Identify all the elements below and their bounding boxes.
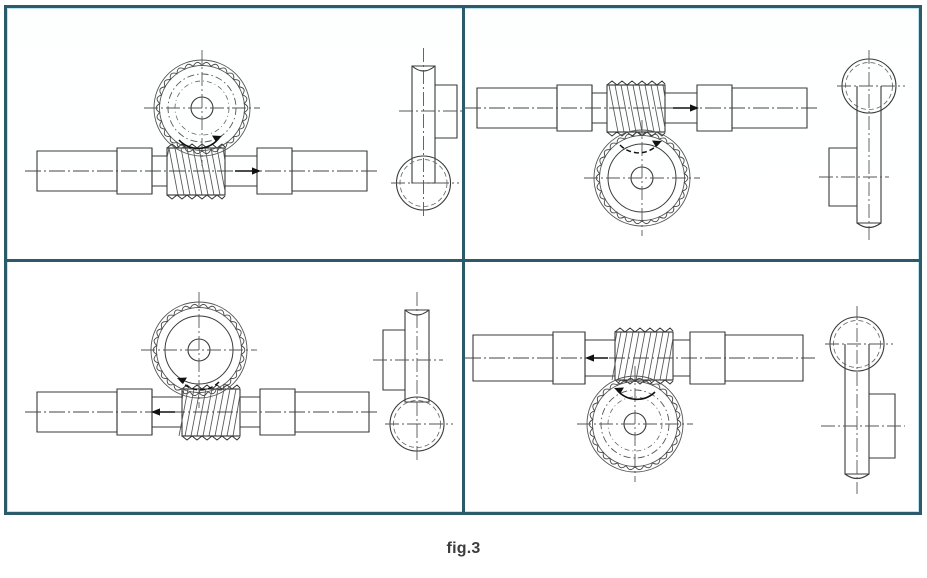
diagram-frame [4, 5, 922, 515]
panel-bottom-right [465, 262, 922, 518]
panel-top-left [7, 8, 462, 259]
panel-top-right [465, 8, 922, 259]
panel-horizontal-divider [7, 259, 919, 262]
panel-bottom-left [7, 262, 462, 518]
figure-caption: fig.3 [446, 540, 481, 557]
